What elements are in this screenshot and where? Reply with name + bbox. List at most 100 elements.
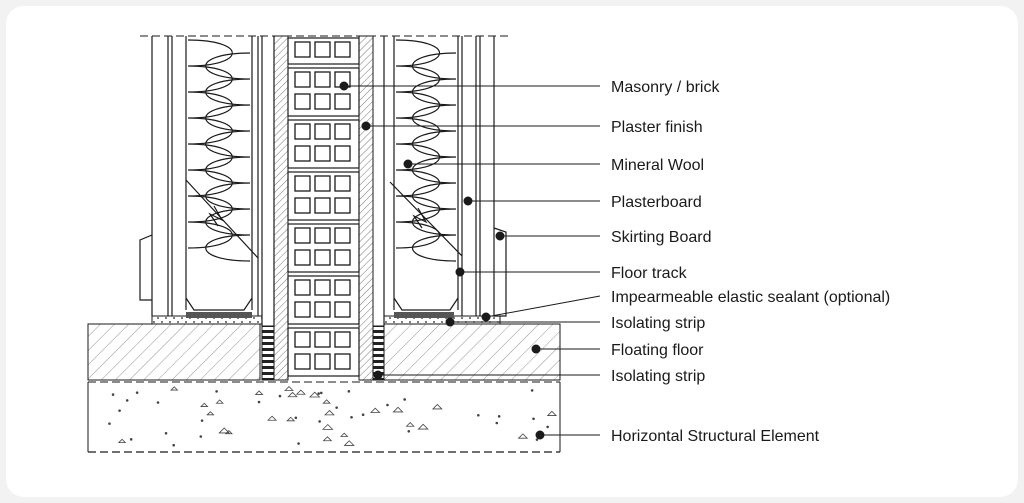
brick-cell bbox=[294, 145, 311, 162]
brick-cell bbox=[294, 279, 311, 296]
aggregate-stone bbox=[517, 433, 529, 439]
brick-cell bbox=[334, 175, 351, 192]
brick-cell bbox=[334, 353, 351, 370]
label-skirting-board: Skirting Board bbox=[611, 229, 712, 246]
aggregate-grain bbox=[156, 401, 160, 404]
brick-cell bbox=[334, 331, 351, 348]
aggregate-grain bbox=[294, 416, 298, 420]
aggregate-grain bbox=[200, 419, 204, 422]
brick-cell bbox=[314, 145, 331, 162]
label-floor-track: Floor track bbox=[611, 265, 688, 282]
aggregate-grain bbox=[129, 438, 133, 441]
aggregate-stone bbox=[431, 403, 443, 410]
brick-cell bbox=[334, 93, 351, 110]
aggregate-grain bbox=[135, 391, 139, 394]
aggregate-stone bbox=[215, 399, 224, 404]
aggregate-stone bbox=[339, 432, 349, 437]
aggregate-stone bbox=[117, 438, 127, 443]
aggregate-stone bbox=[170, 386, 179, 391]
aggregate-grain bbox=[403, 398, 406, 401]
label-isolating-strip-upper: Isolating strip bbox=[611, 315, 705, 332]
aggregate-grain bbox=[495, 421, 499, 425]
aggregate-grain bbox=[297, 442, 300, 445]
floor-track-base-right bbox=[394, 312, 454, 318]
brick-cell bbox=[294, 175, 311, 192]
brick-cell bbox=[334, 227, 351, 244]
leaders bbox=[339, 81, 601, 440]
label-structural-element: Horizontal Structural Element bbox=[611, 428, 820, 445]
label-mineral-wool: Mineral Wool bbox=[611, 157, 704, 174]
floating-floor-screed bbox=[87, 323, 561, 381]
structural-slab bbox=[87, 381, 561, 453]
brick-cell bbox=[314, 331, 331, 348]
brick-cell bbox=[314, 123, 331, 140]
brick-cell bbox=[294, 197, 311, 214]
isolating-strip-left bbox=[261, 325, 275, 381]
aggregate-grain bbox=[164, 431, 168, 435]
aggregate-grain bbox=[118, 409, 121, 412]
brick-cell bbox=[314, 227, 331, 244]
brick-cell bbox=[294, 227, 311, 244]
aggregate-grain bbox=[477, 413, 480, 417]
brick-cell bbox=[334, 123, 351, 140]
aggregate-grain bbox=[347, 390, 351, 393]
aggregate-stone bbox=[369, 407, 381, 413]
plaster-finish-left bbox=[273, 35, 289, 381]
aggregate-stone bbox=[200, 402, 209, 407]
aggregate-stone bbox=[322, 399, 331, 404]
masonry-bricks bbox=[287, 37, 360, 377]
aggregate-grain bbox=[199, 435, 203, 438]
brick-cell bbox=[334, 145, 351, 162]
aggregate-grain bbox=[530, 389, 534, 392]
aggregate-stone bbox=[267, 415, 278, 421]
aggregate-stone bbox=[206, 411, 215, 416]
aggregate-stone bbox=[322, 436, 333, 442]
mineral-wool-right bbox=[395, 39, 457, 262]
aggregate-grain bbox=[111, 393, 115, 396]
left-stud-wall bbox=[139, 36, 275, 326]
aggregate-stone bbox=[321, 423, 334, 430]
aggregate-stone bbox=[224, 430, 233, 435]
brick-cell bbox=[294, 331, 311, 348]
aggregate-grain bbox=[215, 390, 218, 393]
brick-cell bbox=[314, 279, 331, 296]
aggregate-grain bbox=[318, 420, 321, 423]
brick-cell bbox=[314, 41, 331, 58]
aggregate-stone bbox=[295, 389, 306, 395]
aggregate-grain bbox=[532, 417, 535, 421]
brick-cell bbox=[314, 197, 331, 214]
brick-cell bbox=[314, 353, 331, 370]
brick-cell bbox=[294, 123, 311, 140]
aggregate-grain bbox=[317, 392, 320, 395]
plaster-finish-right bbox=[358, 35, 374, 381]
wool-break-right bbox=[389, 181, 463, 257]
brick-cell bbox=[334, 301, 351, 318]
brick-cell bbox=[334, 197, 351, 214]
brick-cell bbox=[334, 249, 351, 266]
mineral-wool-left bbox=[187, 39, 251, 262]
aggregate-stone bbox=[417, 423, 429, 430]
aggregate-grain bbox=[125, 399, 129, 402]
aggregate-stone bbox=[546, 410, 558, 416]
brick-cell bbox=[294, 71, 311, 88]
brick-cell bbox=[314, 249, 331, 266]
brick-cell bbox=[334, 279, 351, 296]
brick-cell bbox=[294, 249, 311, 266]
aggregate-grain bbox=[350, 415, 353, 419]
label-isolating-strip-lower: Isolating strip bbox=[611, 368, 705, 385]
brick-cell bbox=[314, 71, 331, 88]
aggregate-grain bbox=[257, 400, 261, 404]
label-plaster-finish: Plaster finish bbox=[611, 119, 703, 136]
diagram-panel bbox=[6, 6, 1018, 497]
aggregate-stone bbox=[324, 409, 335, 416]
label-sealant: Impearmeable elastic sealant (optional) bbox=[611, 289, 890, 306]
label-floating-floor: Floating floor bbox=[611, 342, 704, 359]
brick-cell bbox=[314, 93, 331, 110]
brick-cell bbox=[294, 353, 311, 370]
aggregate-grain bbox=[497, 415, 501, 418]
aggregate-grain bbox=[172, 443, 175, 447]
brick-cell bbox=[294, 93, 311, 110]
aggregate-grain bbox=[361, 413, 365, 417]
wool-break-left bbox=[185, 179, 259, 259]
aggregate-stone bbox=[343, 440, 355, 446]
